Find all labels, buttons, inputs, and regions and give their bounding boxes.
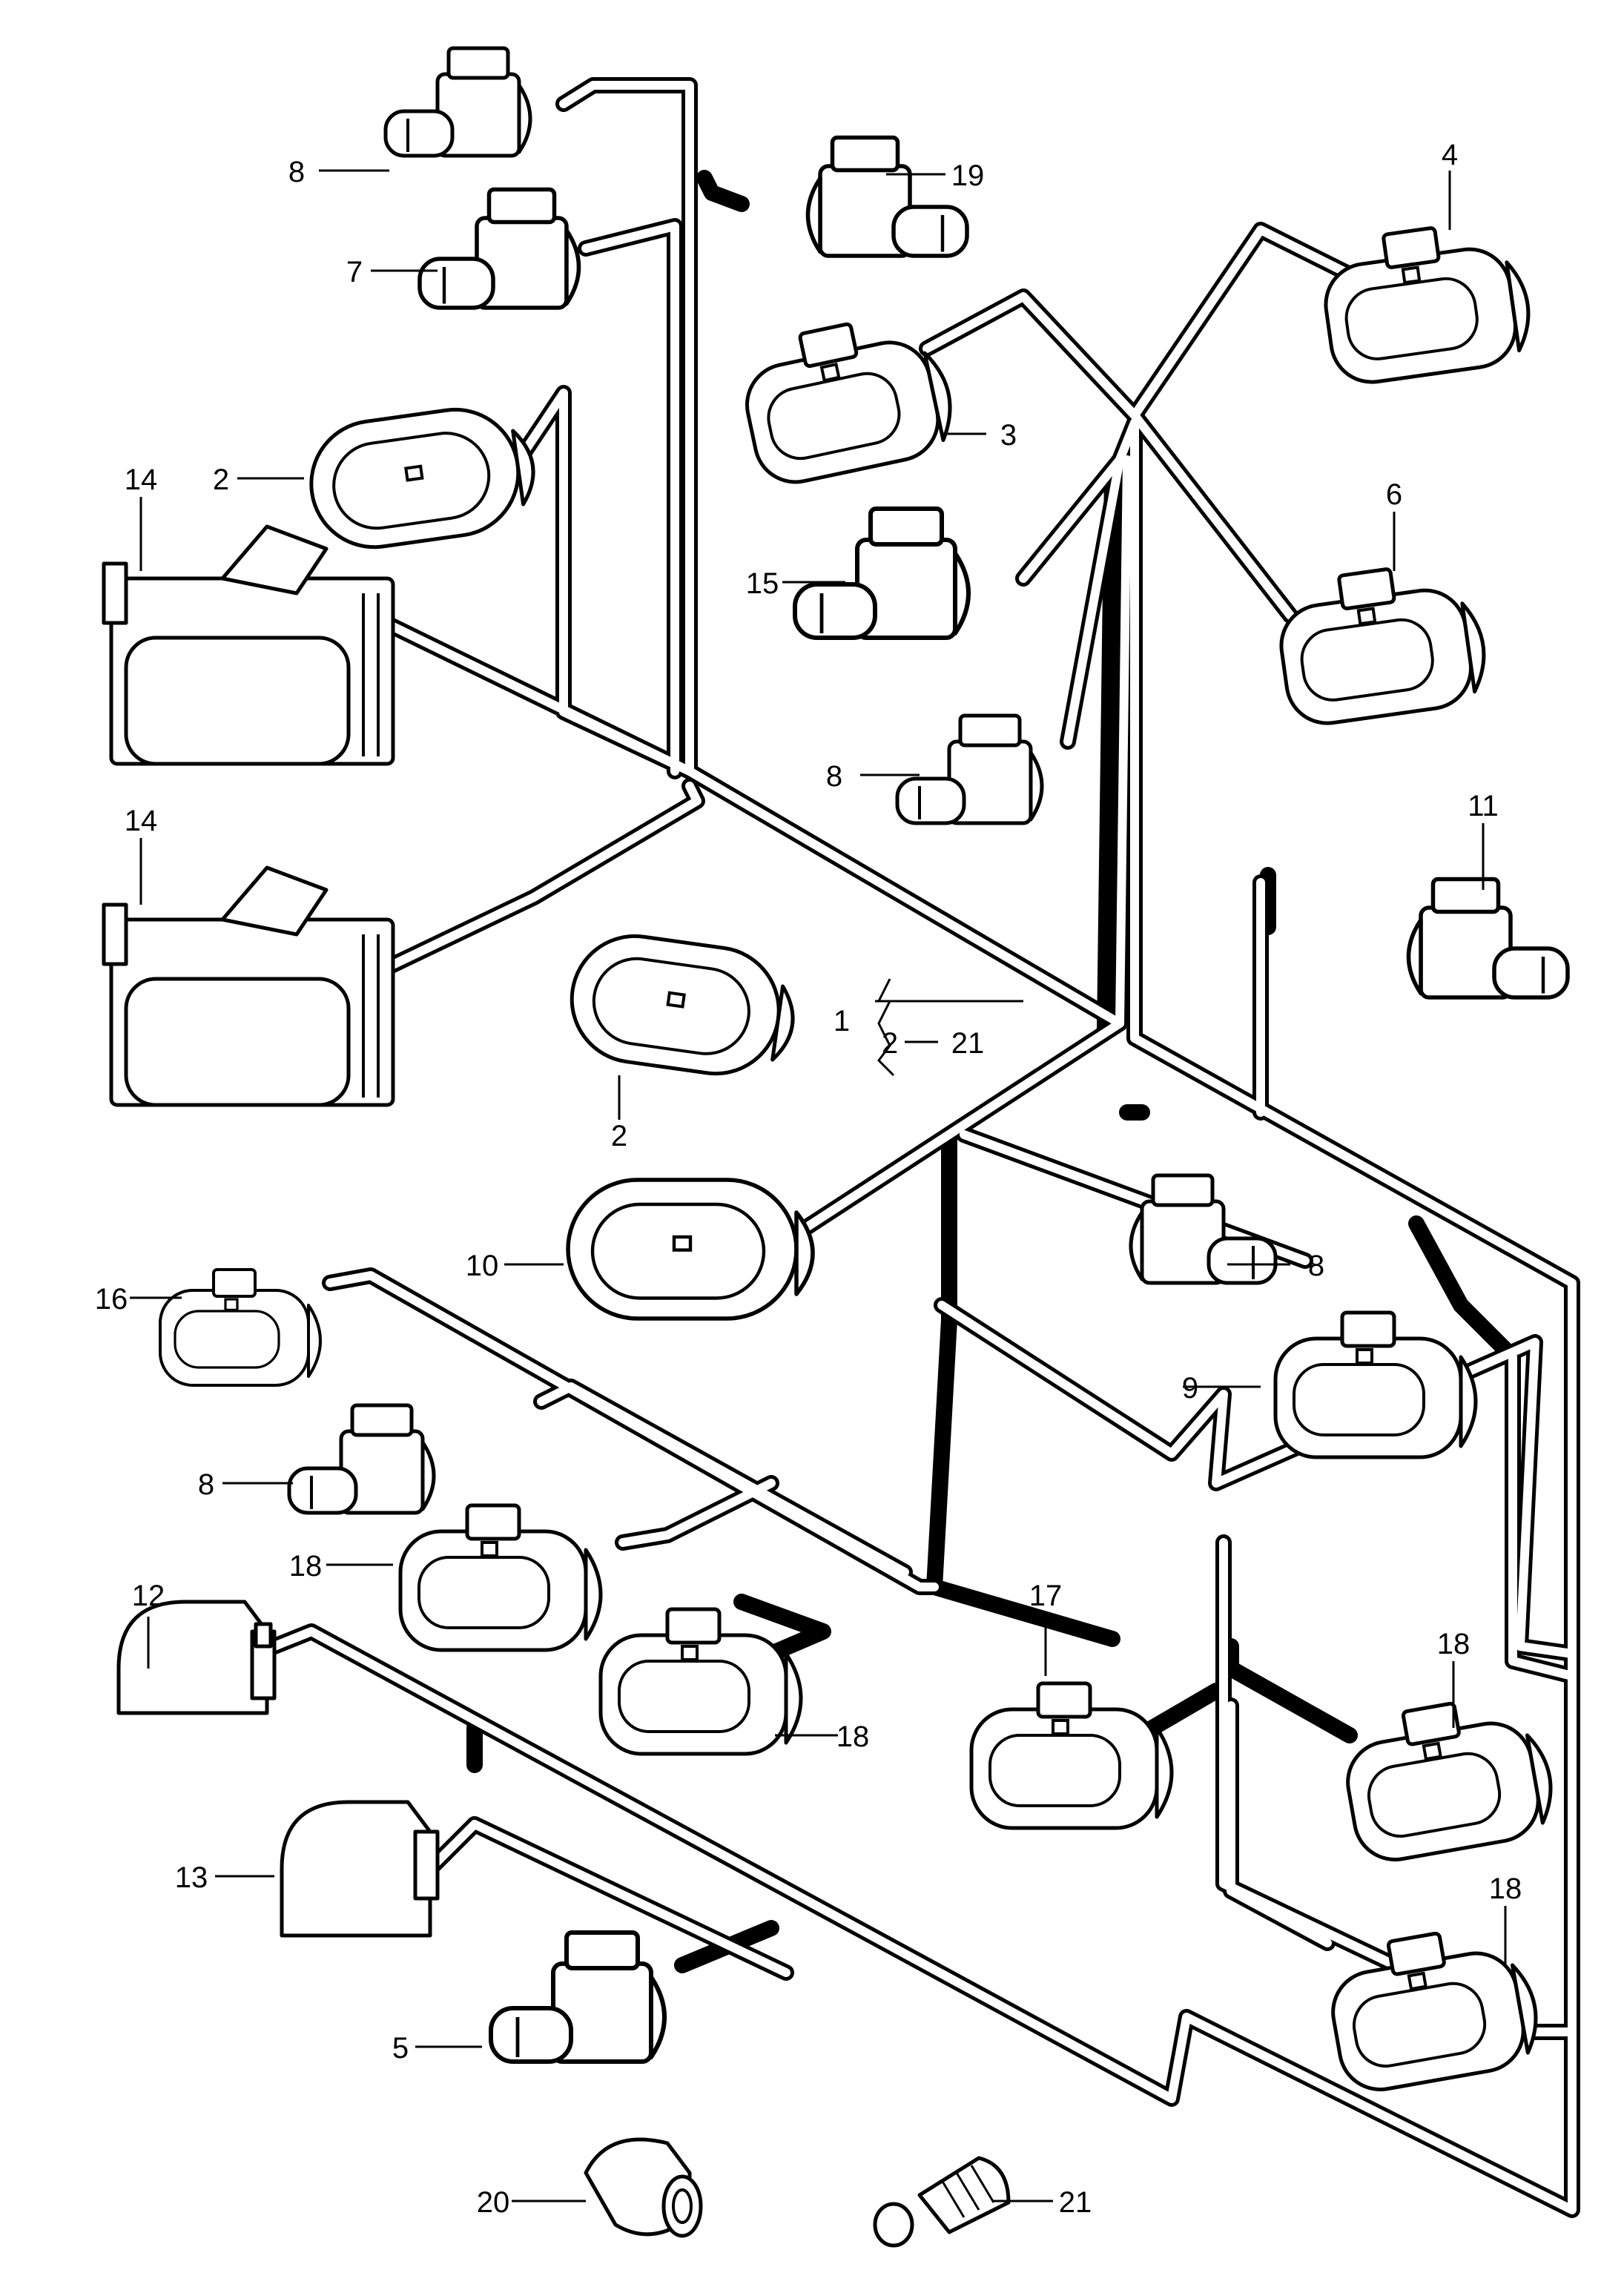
connector-19 [808, 138, 968, 257]
callout-13: 13 [175, 1861, 208, 1894]
connector-9 [1275, 1313, 1476, 1457]
callout-6: 6 [1386, 478, 1402, 511]
callout-11: 11 [1468, 790, 1499, 822]
callout-2-range: 2 [882, 1027, 898, 1060]
connector-2-lower [564, 928, 802, 1083]
connector-17 [971, 1683, 1172, 1828]
connector-8-left [289, 1405, 434, 1513]
connector-6 [1273, 558, 1491, 729]
callout-8-top: 8 [288, 156, 305, 188]
connector-18-c [1337, 1689, 1559, 1866]
callout-7: 7 [346, 256, 363, 288]
callout-5: 5 [392, 2032, 409, 2065]
sensor-12 [116, 1600, 277, 1715]
callout-18-b: 18 [836, 1720, 870, 1753]
callout-18-d: 18 [1489, 1872, 1522, 1905]
callout-2-upper: 2 [213, 463, 229, 496]
callout-20: 20 [477, 2186, 510, 2219]
control-unit-14-upper [104, 527, 393, 764]
callout-3: 3 [1000, 419, 1017, 452]
connector-4 [1317, 217, 1536, 388]
connector-18-b [601, 1609, 801, 1754]
leader-lines [130, 169, 1507, 2202]
callout-19: 19 [951, 159, 985, 192]
callout-1: 1 [834, 1005, 850, 1037]
callout-17: 17 [1029, 1580, 1063, 1612]
callout-9: 9 [1182, 1372, 1198, 1405]
callout-8-mid: 8 [826, 760, 842, 793]
callout-8-left: 8 [198, 1468, 214, 1501]
connector-11 [1409, 880, 1568, 998]
callout-2-lower: 2 [611, 1120, 627, 1152]
callout-8-right: 8 [1308, 1250, 1324, 1282]
connector-16 [160, 1270, 320, 1385]
callout-12: 12 [132, 1580, 165, 1612]
connector-8-mid [897, 716, 1042, 823]
callout-21: 21 [1059, 2186, 1092, 2219]
connector-18-a [400, 1505, 601, 1650]
connector-3 [734, 306, 960, 489]
callout-4: 4 [1442, 139, 1458, 171]
callout-14-lower: 14 [125, 805, 158, 837]
connector-8-top [386, 48, 530, 156]
connector-2-upper [303, 400, 541, 555]
connector-15 [795, 509, 968, 638]
callout-15: 15 [746, 567, 779, 600]
connector-10 [568, 1180, 813, 1319]
callout-18-c: 18 [1437, 1628, 1470, 1660]
part-20 [584, 2137, 703, 2238]
callout-16: 16 [95, 1283, 128, 1316]
connector-8-right [1131, 1175, 1275, 1283]
part-21 [873, 2156, 1011, 2248]
sensor-13 [280, 1800, 440, 1938]
callout-21-range: 21 [951, 1027, 985, 1060]
connector-5 [491, 1933, 664, 2062]
callout-labels: 8 7 19 4 3 2 14 15 6 8 14 11 1 2 21 2 10… [95, 139, 1522, 2219]
connector-7 [420, 190, 579, 308]
callout-14-upper: 14 [125, 463, 158, 496]
callout-10: 10 [466, 1250, 499, 1282]
callout-18-a: 18 [289, 1550, 323, 1583]
control-unit-14-lower [104, 868, 393, 1105]
